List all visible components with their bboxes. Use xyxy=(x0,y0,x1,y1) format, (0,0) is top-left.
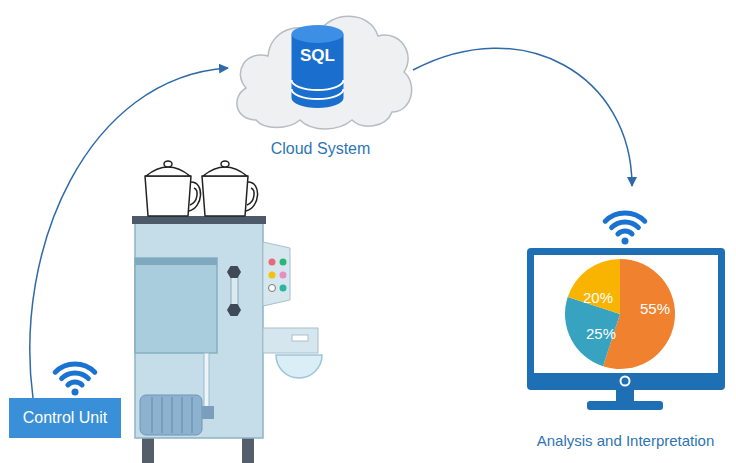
wifi-icon xyxy=(55,364,95,396)
pie-percent: 55% xyxy=(640,300,670,318)
curved-arrow xyxy=(413,48,632,186)
database-cylinder xyxy=(290,24,345,110)
node-label: Cloud System xyxy=(228,139,413,158)
cloud-node: Cloud System SQL xyxy=(228,2,413,160)
control-unit-box: Control Unit xyxy=(9,398,121,438)
coffee-machine xyxy=(132,161,322,463)
monitor-illustration xyxy=(515,186,736,456)
monitor-node: Analysis and Interpretation xyxy=(515,186,736,456)
pie-percent: 20% xyxy=(583,289,613,307)
pie-percent: 25% xyxy=(586,325,616,343)
node-label: SQL xyxy=(290,46,345,66)
curved-arrow xyxy=(30,68,228,398)
node-label: Analysis and Interpretation xyxy=(515,432,736,450)
node-label: Control Unit xyxy=(9,398,121,438)
database-icon: SQL xyxy=(290,24,345,110)
